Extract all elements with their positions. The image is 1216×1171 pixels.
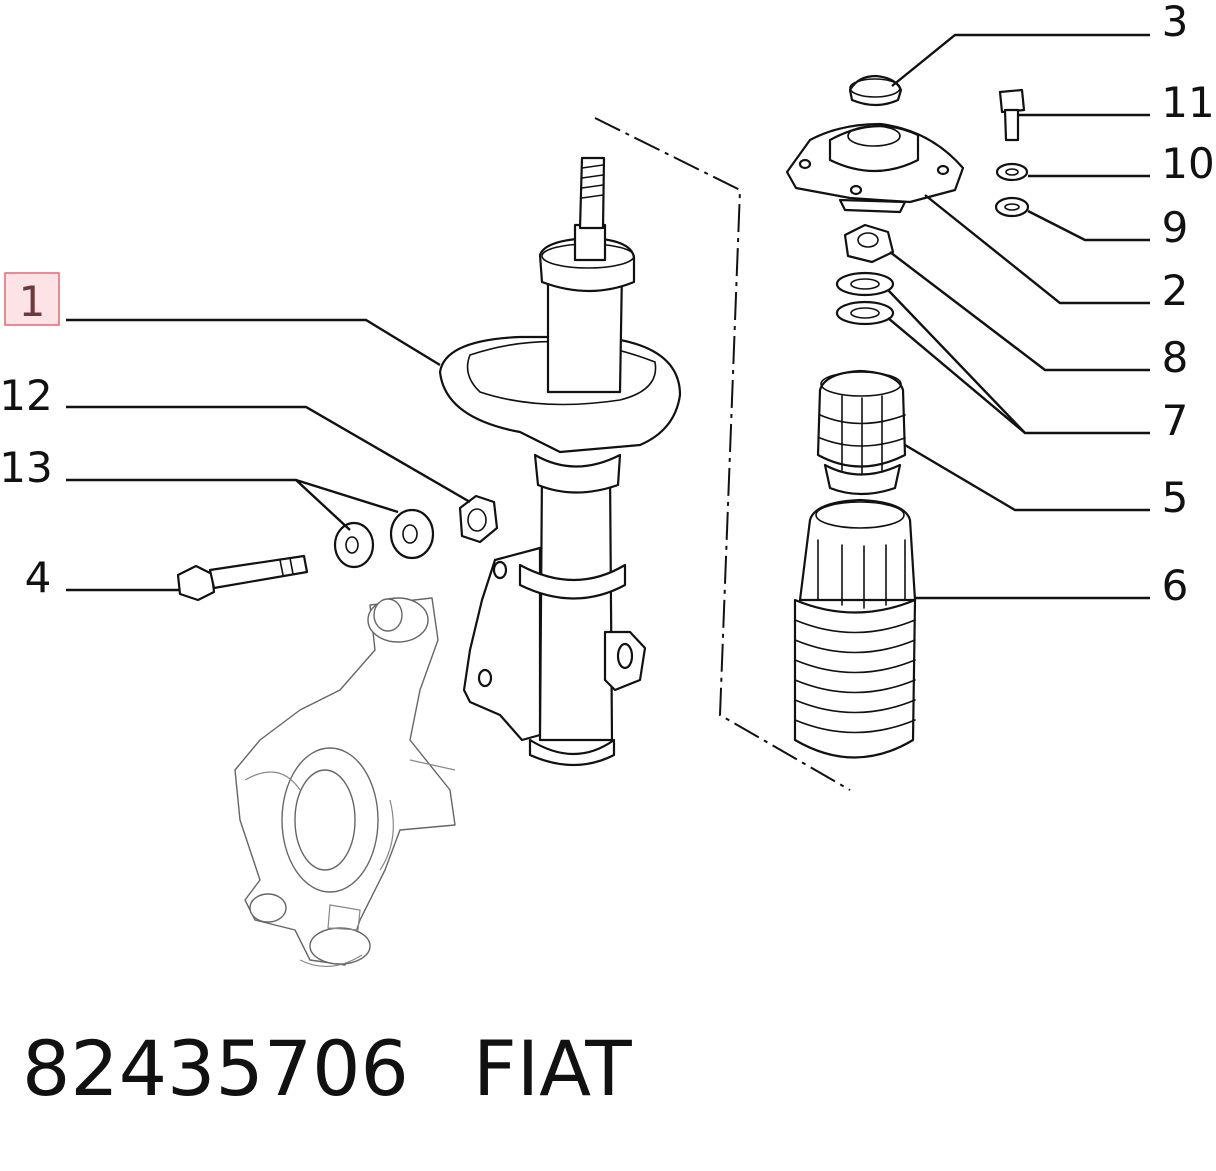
leader-7a [887, 289, 1150, 435]
leader-9 [1027, 209, 1150, 242]
callout-12[interactable]: 12 [0, 371, 53, 420]
leader-8 [889, 251, 1150, 372]
bump-stop [816, 369, 907, 496]
leader-2 [924, 194, 1150, 305]
flat-washer [994, 196, 1030, 218]
leader-5 [904, 443, 1150, 512]
leader-13b [295, 478, 399, 514]
top-cap [848, 74, 903, 107]
assembly-axis-line [594, 117, 851, 791]
dust-boot [793, 498, 917, 759]
strut-top-mount [785, 122, 965, 214]
callout-1-highlight[interactable] [4, 272, 60, 326]
bolt-washers [333, 508, 435, 569]
callout-2[interactable]: 2 [1162, 266, 1189, 315]
callout-11[interactable]: 11 [1161, 78, 1214, 127]
leader-13a [66, 478, 351, 531]
callout-13[interactable]: 13 [0, 443, 53, 492]
callout-9[interactable]: 9 [1162, 203, 1189, 252]
callout-10[interactable]: 10 [1161, 139, 1214, 188]
leader-12 [66, 405, 471, 504]
leader-lines [66, 33, 1150, 600]
callout-5[interactable]: 5 [1162, 473, 1189, 522]
lock-nut [458, 494, 499, 544]
leader-1 [66, 318, 441, 367]
callout-4[interactable]: 4 [25, 553, 52, 602]
callout-1[interactable]: 1 [19, 277, 46, 326]
steering-knuckle [234, 597, 456, 968]
long-bolt [176, 554, 309, 602]
callout-7[interactable]: 7 [1162, 396, 1189, 445]
leader-3 [891, 33, 1150, 87]
rod-washers [835, 271, 895, 326]
callout-3[interactable]: 3 [1162, 0, 1189, 46]
rod-nut [843, 223, 895, 264]
spring-washer [995, 162, 1029, 182]
leader-7b [887, 317, 1026, 434]
brand-name: FIAT [473, 1024, 632, 1113]
part-number: 82435706 [22, 1024, 409, 1113]
callout-6[interactable]: 6 [1162, 561, 1189, 610]
callout-8[interactable]: 8 [1162, 333, 1189, 382]
shock-absorber-strut [438, 156, 682, 767]
small-bolt [998, 88, 1026, 142]
callout-labels: 1 12 13 4 3 11 10 9 2 8 7 5 6 [0, 0, 1215, 610]
